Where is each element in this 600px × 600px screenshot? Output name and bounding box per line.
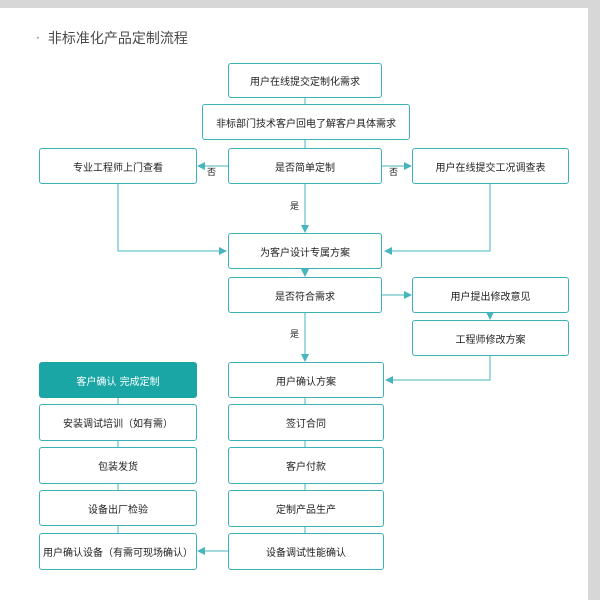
node-propose-changes: 用户提出修改意见 (412, 277, 569, 313)
title-bullet: · (36, 31, 40, 45)
node-callback: 非标部门技术客户回电了解客户具体需求 (202, 104, 410, 140)
label-meets-yes: 是 (290, 330, 300, 340)
node-production: 定制产品生产 (228, 490, 384, 527)
node-complete: 客户确认 完成定制 (39, 362, 197, 398)
node-meets-needs: 是否符合需求 (228, 277, 382, 313)
node-confirm-plan: 用户确认方案 (228, 362, 384, 398)
node-payment: 客户付款 (228, 447, 384, 484)
node-inspection: 设备出厂检验 (39, 490, 197, 526)
node-engineer-visit: 专业工程师上门查看 (39, 148, 197, 184)
edge-visit-to-design (117, 184, 227, 255)
node-design-plan: 为客户设计专属方案 (228, 233, 382, 269)
node-submit-survey: 用户在线提交工况调查表 (412, 148, 569, 184)
diagram-title-row: · 非标准化产品定制流程 (36, 28, 188, 48)
node-debug-confirm: 设备调试性能确认 (228, 533, 384, 570)
node-engineer-revise: 工程师修改方案 (412, 320, 569, 356)
node-submit-request: 用户在线提交定制化需求 (228, 63, 382, 98)
edge-revise-to-confirm (385, 356, 491, 384)
edge-survey-to-design (384, 184, 491, 255)
label-right-no: 否 (389, 168, 399, 178)
node-is-simple-custom: 是否简单定制 (228, 148, 382, 184)
node-user-confirm-equipment: 用户确认设备（有需可现场确认） (39, 533, 197, 570)
label-left-no: 否 (207, 168, 217, 178)
node-sign-contract: 签订合同 (228, 404, 384, 441)
node-installation: 安装调试培训（如有需） (39, 404, 197, 441)
diagram-title: 非标准化产品定制流程 (47, 31, 188, 47)
label-simple-yes: 是 (290, 202, 300, 212)
node-packaging: 包装发货 (39, 447, 197, 484)
